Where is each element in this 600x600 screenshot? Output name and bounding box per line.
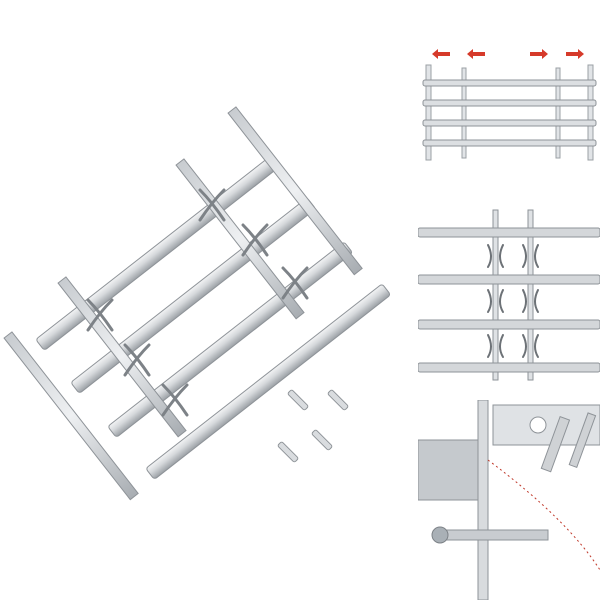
grille-illustration: [3, 106, 391, 501]
extension-arrows: [432, 49, 584, 59]
grille-end-brackets: [3, 106, 363, 501]
grille-clips: [86, 188, 309, 417]
screw-anchor-2: [327, 389, 349, 411]
screw-anchor-4: [311, 429, 333, 451]
thumbnail-hardware-detail[interactable]: [418, 400, 600, 600]
thumbnail-crossbar-detail[interactable]: [418, 200, 600, 385]
screw-anchor-1: [287, 389, 309, 411]
grille-front-illustration: [422, 49, 597, 161]
mounting-hardware: [277, 389, 349, 463]
thumbnail-front-view[interactable]: [418, 40, 600, 165]
crossbar-detail-illustration: [418, 209, 600, 381]
main-product-image: [3, 106, 391, 501]
screw-anchor-3: [277, 441, 299, 463]
hardware-detail-illustration: [418, 400, 600, 600]
